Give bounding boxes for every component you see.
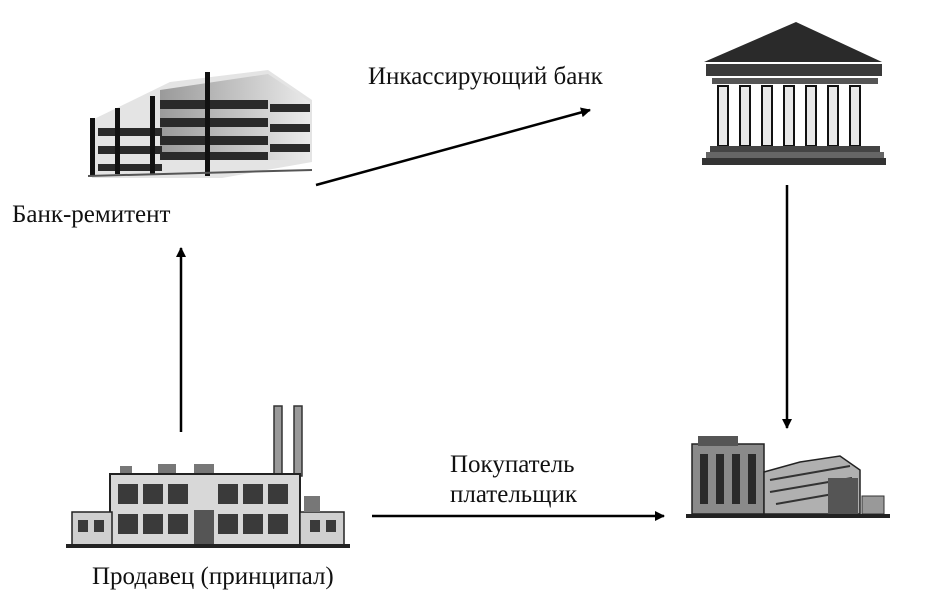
industrial-plant-icon — [686, 436, 890, 518]
payer-label-line1: Покупатель — [450, 451, 575, 478]
remitting-bank-label: Банк-ремитент — [12, 201, 171, 228]
collecting-bank-label: Инкассирующий банк — [368, 63, 603, 90]
classical-bank-icon — [702, 22, 886, 165]
arrow-remitting-to-collecting-bank — [315, 107, 591, 187]
office-building-icon — [87, 70, 313, 178]
payer-label-line2: плательщик — [450, 481, 577, 508]
principal-label: Продавец (принципал) — [92, 563, 334, 590]
factory-icon — [66, 405, 350, 548]
